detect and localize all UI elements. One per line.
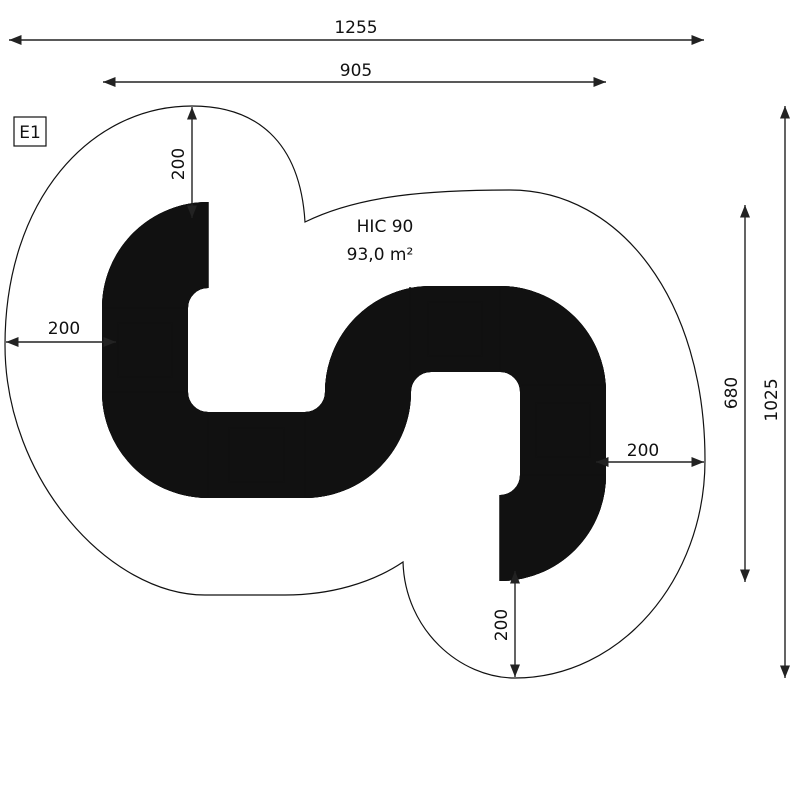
- dim-equipment-depth: 680: [722, 377, 742, 409]
- dim-clearance-left: 200: [48, 319, 80, 339]
- platform-top: [409, 287, 501, 371]
- equipment-track: [102, 202, 606, 581]
- dim-clearance-right: 200: [627, 441, 659, 461]
- id-label: E1: [19, 123, 41, 143]
- id-label-box: [13, 116, 47, 147]
- platform-right: [521, 384, 605, 476]
- dim-equipment-width: 905: [340, 61, 372, 81]
- dim-overall-width: 1255: [334, 18, 377, 38]
- dim-overall-depth: 1025: [762, 378, 782, 421]
- area-label: 93,0 m²: [347, 245, 414, 265]
- dim-clearance-bottom: 200: [492, 609, 512, 641]
- dim-clearance-top: 200: [169, 148, 189, 180]
- platform-bottom: [207, 413, 306, 497]
- product-name: HIC 90: [357, 217, 414, 237]
- safety-zone-outline: [4, 105, 706, 679]
- platform-left: [103, 307, 187, 393]
